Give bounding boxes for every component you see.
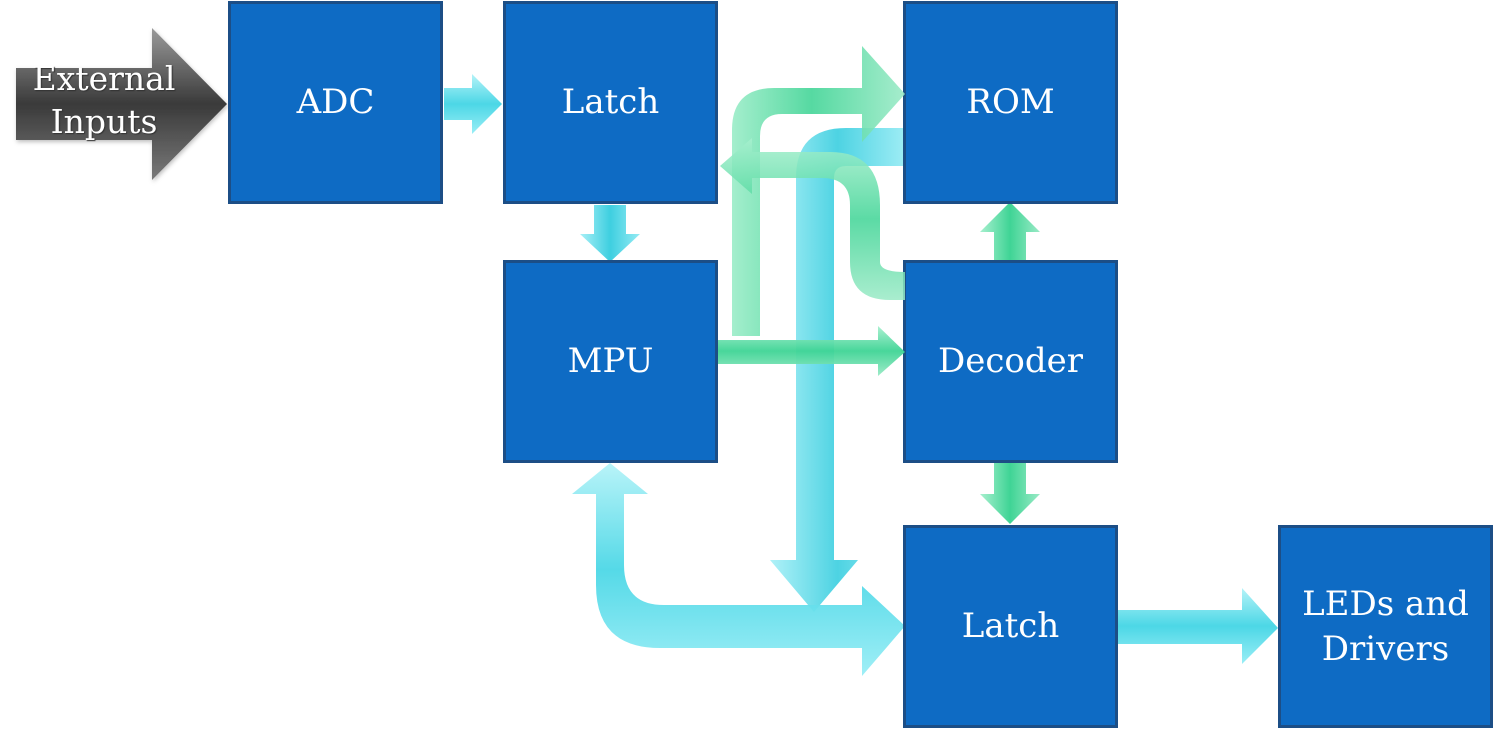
latch-bottom-label: Latch [961,606,1060,647]
latch-top-label: Latch [561,82,660,123]
latch-top-block: Latch [503,1,718,204]
adc-to-latch-arrow [444,74,502,134]
rom-block: ROM [903,1,1118,204]
adc-label: ADC [296,82,375,123]
decoder-block: Decoder [903,260,1118,463]
rom-data-bus-arrow [770,128,905,612]
leds-drivers-label: LEDs and Drivers [1302,584,1469,669]
decoder-to-latch-arrow [980,463,1040,524]
latch-bottom-block: Latch [903,525,1118,728]
mpu-latch-bidirectional-arrow [572,463,905,676]
latch-to-leds-arrow [1118,588,1278,664]
external-inputs-arrow [16,28,227,180]
latch-to-mpu-arrow [580,205,640,262]
adc-block: ADC [228,1,443,204]
rom-label: ROM [966,82,1055,123]
decoder-to-rom-arrow [980,202,1040,260]
leds-drivers-block: LEDs and Drivers [1278,525,1493,728]
mpu-block: MPU [503,260,718,463]
decoder-label: Decoder [937,341,1084,382]
mpu-label: MPU [567,341,654,382]
external-inputs-label: External Inputs [32,59,176,141]
